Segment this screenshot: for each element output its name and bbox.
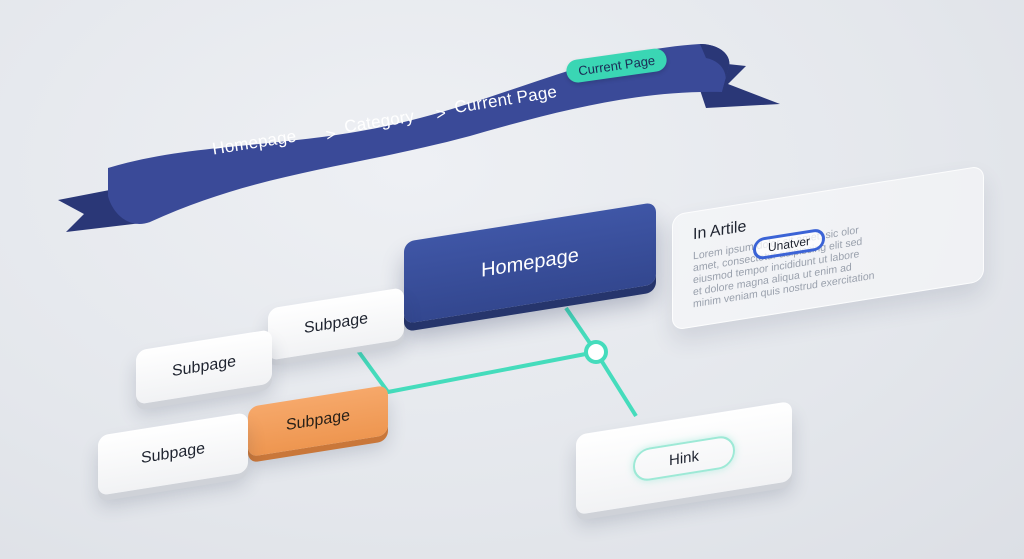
subpage-card-label: Subpage — [171, 352, 237, 381]
connector-node-to-subpage — [354, 346, 597, 394]
ribbon-band — [108, 44, 730, 224]
subpage-card-label: Subpage — [285, 406, 351, 435]
subpage-card-label: Subpage — [303, 309, 369, 338]
connector-junction-node — [584, 340, 608, 364]
homepage-card-label: Homepage — [481, 243, 579, 282]
connector-node-to-link — [594, 350, 638, 418]
ribbon-fold — [700, 44, 730, 92]
subpage-card-label: Subpage — [140, 439, 206, 468]
link-card-label[interactable]: Hink — [632, 433, 735, 483]
